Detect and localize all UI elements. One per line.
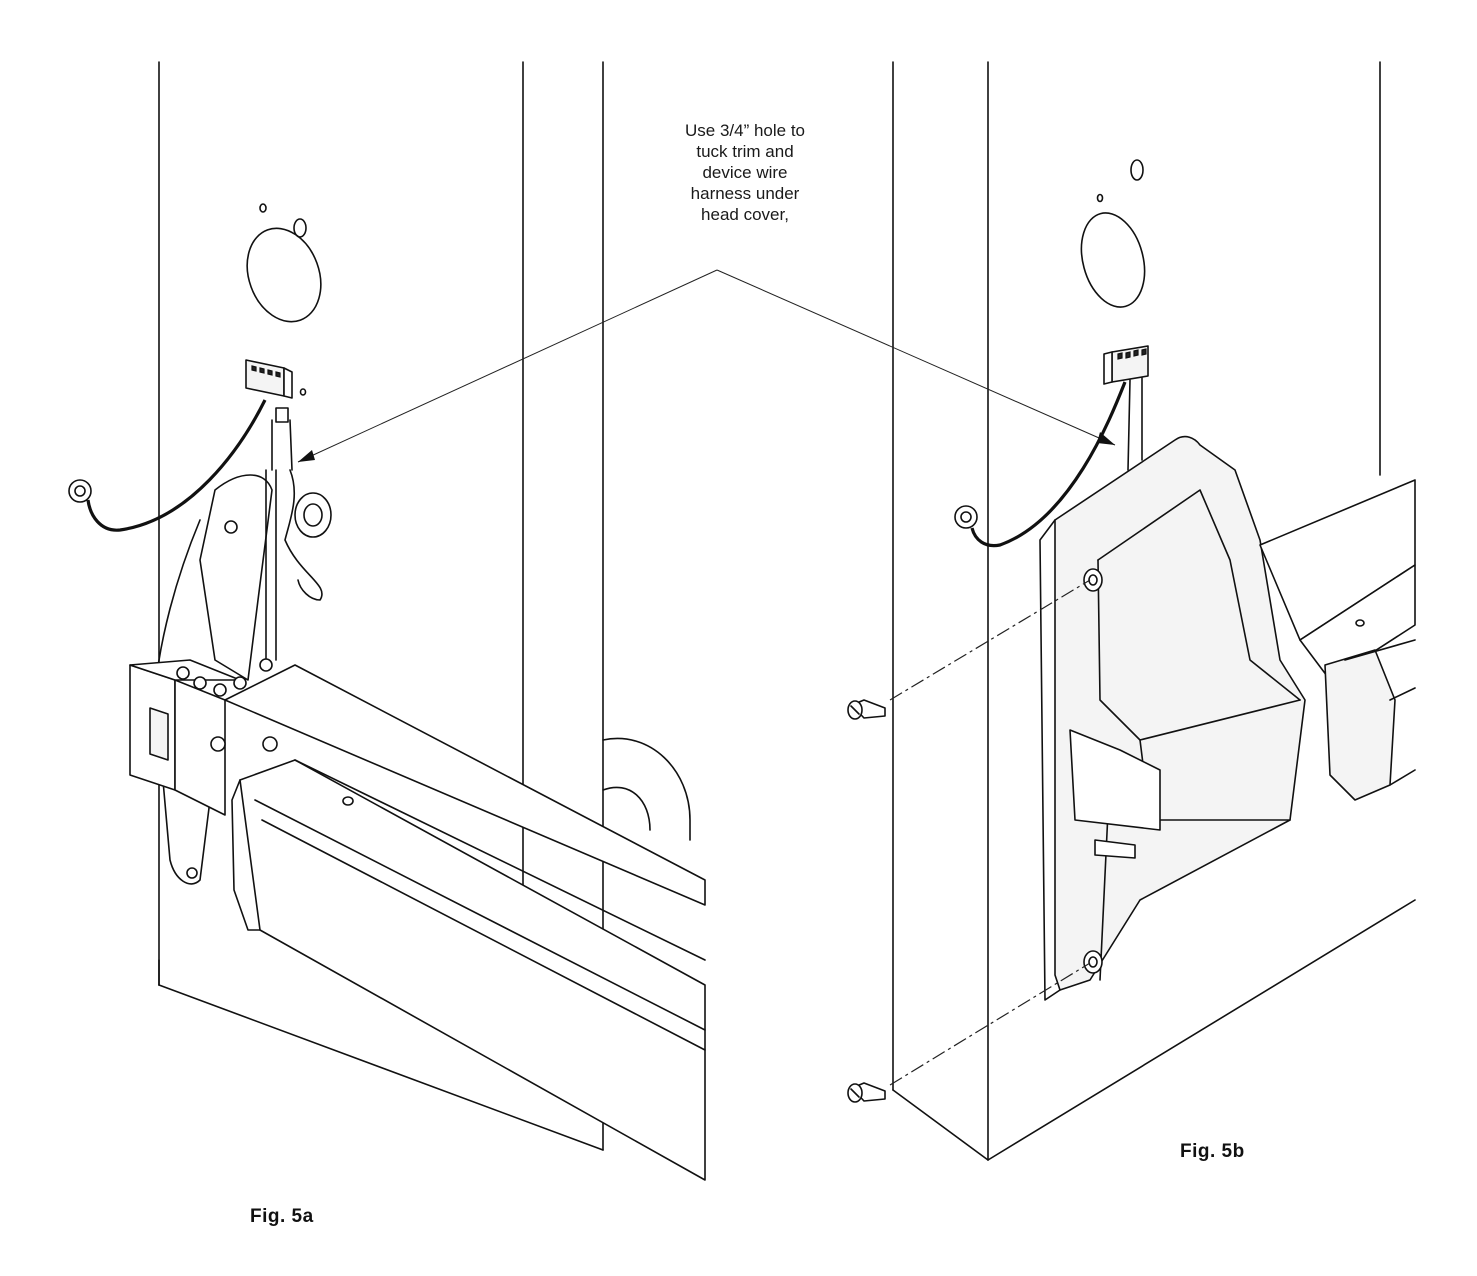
push-bar-5a <box>224 664 706 1181</box>
latch-housing-5a <box>129 658 278 816</box>
screw-icon <box>847 699 886 720</box>
callout-line: tuck trim and <box>696 142 794 161</box>
figure-5b <box>716 61 1416 1161</box>
figure-5a <box>68 61 718 1181</box>
door-frame-5a <box>158 61 604 1151</box>
mounting-holes-5b <box>1080 159 1146 308</box>
head-cover-5b <box>1039 435 1306 1001</box>
callout-arrow-5a <box>297 269 718 463</box>
callout-arrow-5b <box>716 269 1116 446</box>
callout-line: head cover, <box>701 205 789 224</box>
mounting-holes-5a <box>246 203 322 396</box>
push-bar-5b <box>1259 479 1416 801</box>
wire-connector-5b <box>1103 345 1149 471</box>
callout-line: harness under <box>690 184 800 203</box>
ground-wire-5a <box>68 399 267 532</box>
callout-line: Use 3/4” hole to <box>684 121 805 140</box>
figure-label-5a: Fig. 5a <box>250 1206 314 1227</box>
screw-icon <box>847 1082 886 1103</box>
figure-label-5b: Fig. 5b <box>1180 1141 1245 1162</box>
ground-wire-5b <box>954 381 1127 548</box>
mounting-bracket-5a <box>154 469 332 885</box>
callout-note: Use 3/4” hole to tuck trim and device wi… <box>640 120 850 225</box>
door-frame-5b <box>892 61 1416 1161</box>
wire-connector-icon <box>245 359 293 471</box>
callout-line: device wire <box>702 163 788 182</box>
screws-5b <box>847 579 1091 1103</box>
